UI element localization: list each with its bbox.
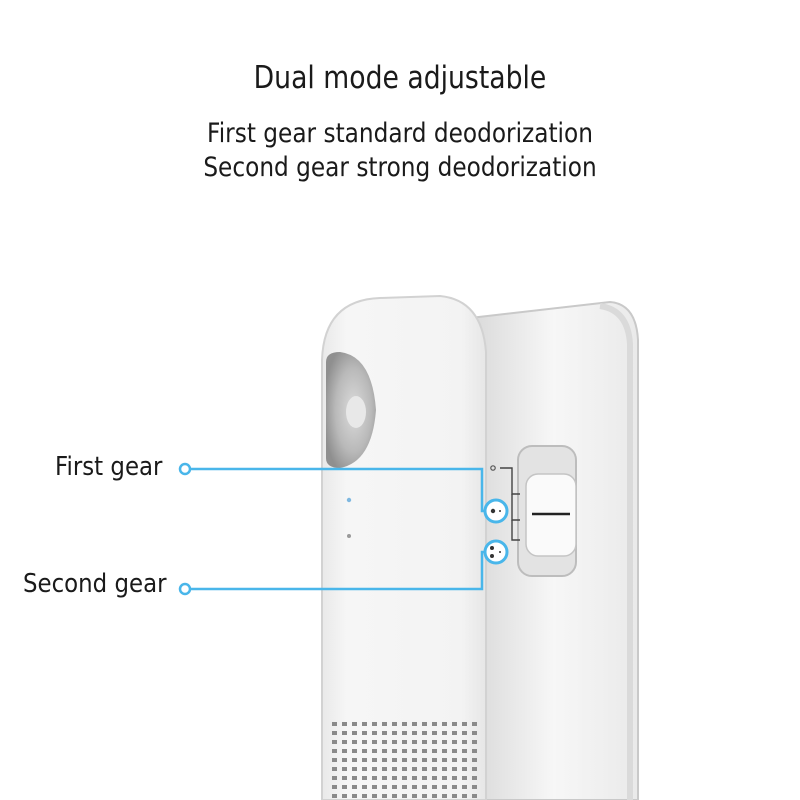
headline: Dual mode adjustable (253, 60, 547, 96)
speaker-grille (330, 722, 480, 800)
indicator-light-2 (347, 534, 351, 538)
subtitle-line-2: Second gear strong deodorization (203, 152, 597, 183)
air-outlet (326, 352, 376, 468)
mode-switch (517, 445, 577, 577)
indicator-light-1 (346, 497, 352, 503)
second-gear-leader (178, 550, 485, 596)
first-gear-leader (178, 462, 485, 513)
second-gear-marker (483, 539, 509, 565)
first-gear-label: First gear (55, 452, 163, 482)
mode-markings (490, 465, 520, 541)
subtitle-line-1: First gear standard deodorization (207, 118, 593, 149)
first-gear-marker (483, 498, 509, 524)
second-gear-label: Second gear (23, 569, 167, 599)
